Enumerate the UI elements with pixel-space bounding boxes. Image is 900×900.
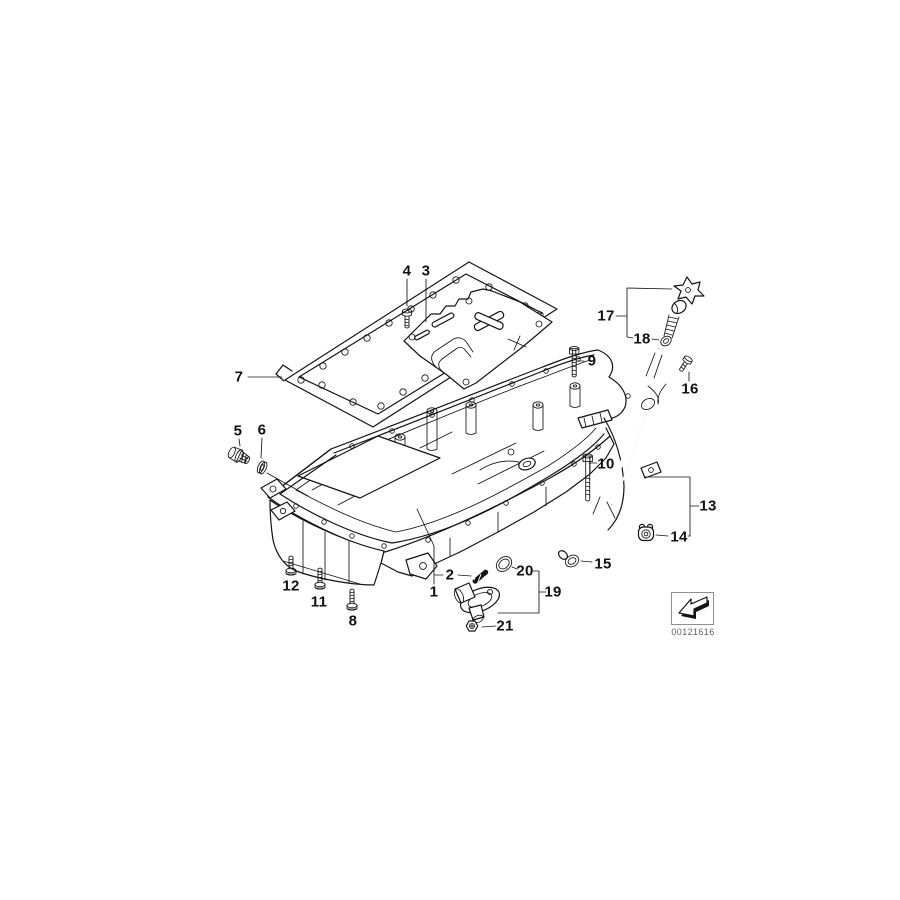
screw-part-11 [314, 567, 326, 590]
callout-5[interactable]: 5 [233, 422, 243, 440]
callout-11[interactable]: 11 [310, 593, 328, 611]
seal-washer-part-6 [256, 460, 268, 475]
callout-2[interactable]: 2 [445, 566, 455, 584]
guide-tube-part-13 [557, 348, 667, 560]
nut-part-21 [465, 620, 479, 632]
callout-1[interactable]: 1 [429, 583, 439, 601]
leader-lines [238, 278, 700, 628]
dipstick-part-17 [611, 276, 705, 505]
image-code: 00121616 [671, 627, 715, 637]
callout-19[interactable]: 19 [544, 583, 562, 601]
callout-21[interactable]: 21 [496, 617, 514, 635]
bolt-part-10 [582, 453, 593, 502]
oil-level-sensor-part-19 [453, 568, 507, 624]
callout-13[interactable]: 13 [699, 497, 717, 515]
callout-3[interactable]: 3 [421, 262, 431, 280]
callout-12[interactable]: 12 [282, 577, 300, 595]
callout-15[interactable]: 15 [594, 555, 612, 573]
callout-4[interactable]: 4 [402, 262, 412, 280]
back-arrow-icon [678, 596, 709, 619]
screw-part-12 [285, 555, 297, 576]
callout-14[interactable]: 14 [670, 528, 688, 546]
o-ring-part-15 [564, 554, 580, 568]
screw-part-16 [679, 355, 693, 372]
screw-part-8 [346, 588, 358, 611]
callout-10[interactable]: 10 [597, 455, 615, 473]
cover-plate-part-3 [403, 288, 553, 390]
drain-plug-part-5 [227, 446, 251, 464]
callout-18[interactable]: 18 [633, 330, 651, 348]
callout-9[interactable]: 9 [587, 352, 597, 370]
callout-7[interactable]: 7 [234, 368, 244, 386]
bolt-part-4 [401, 308, 413, 329]
callout-8[interactable]: 8 [348, 612, 358, 630]
callout-20[interactable]: 20 [516, 562, 534, 580]
callout-16[interactable]: 16 [681, 380, 699, 398]
footer-stamp[interactable] [671, 592, 714, 625]
callout-17[interactable]: 17 [597, 307, 615, 325]
clip-part-14 [637, 523, 655, 542]
threaded-stud-part-2 [472, 569, 489, 585]
callout-6[interactable]: 6 [257, 421, 267, 439]
o-ring-part-20 [495, 556, 513, 572]
oil-pan-part-1 [260, 349, 631, 586]
bolt-part-9 [569, 346, 580, 378]
o-ring-part-18 [660, 335, 672, 347]
